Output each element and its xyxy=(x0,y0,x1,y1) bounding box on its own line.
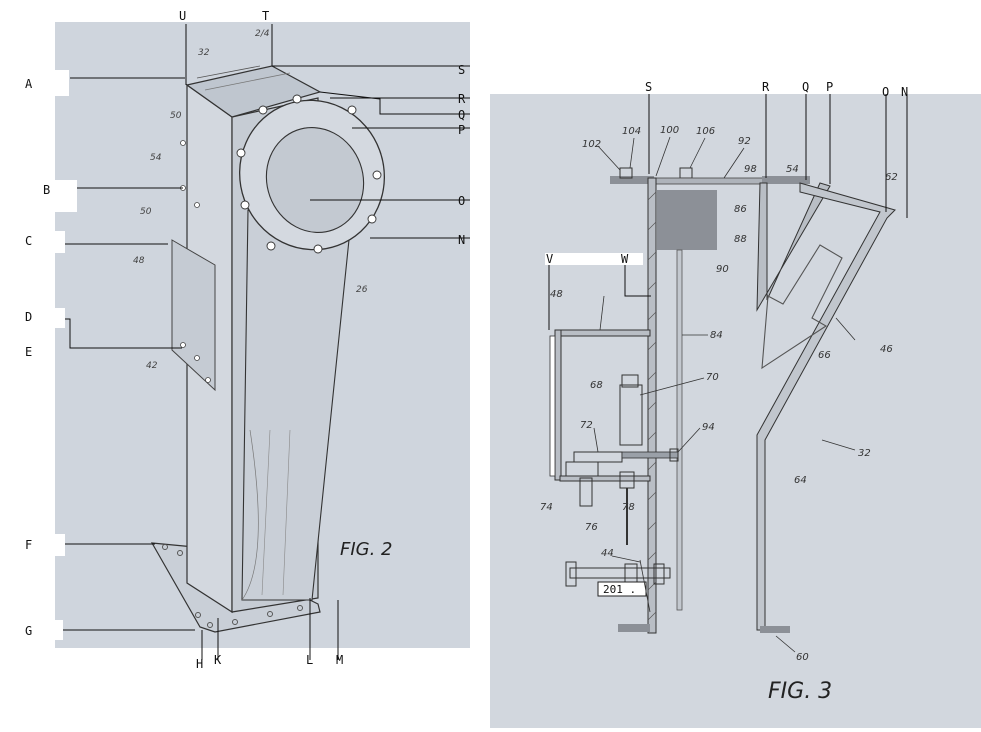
ref-numeral: 32 xyxy=(198,48,210,58)
fig2-letter: L xyxy=(306,653,313,667)
ref-numeral: 102 xyxy=(582,139,601,150)
fig3-letter: S xyxy=(645,80,652,94)
ref-numeral: 44 xyxy=(601,548,614,559)
ref-numeral: 88 xyxy=(734,234,747,245)
ref-numeral: 86 xyxy=(734,204,747,215)
ref-numeral: 54 xyxy=(786,164,799,175)
fig2-reference-numerals: 32 2/4 50 54 50 48 42 26 xyxy=(133,29,368,371)
ref-numeral: 70 xyxy=(706,372,719,383)
ref-numeral: 78 xyxy=(622,502,635,513)
ref-numeral: 90 xyxy=(716,264,729,275)
main-wall xyxy=(647,177,657,634)
fig2-edge-tabs xyxy=(55,70,77,640)
fig3-letter: P xyxy=(826,80,833,94)
ref-numeral: 84 xyxy=(710,330,723,341)
fig3-reference-numerals: 102 104 100 106 92 98 54 62 86 88 90 48 … xyxy=(540,125,898,663)
ref-numeral: 100 xyxy=(660,125,679,136)
ref-numeral: 26 xyxy=(356,285,368,295)
flow-arrow xyxy=(761,244,843,370)
base-plate-holes xyxy=(162,544,303,628)
fig3-letter: O xyxy=(882,85,889,99)
fig2-panel: A B C D E F G H K L M N O P Q R S T U 32… xyxy=(25,9,470,671)
ref-numeral: 32 xyxy=(858,448,871,459)
ref-numeral: 60 xyxy=(796,652,809,663)
fig3-letter: W xyxy=(621,252,629,266)
fig2-letter: T xyxy=(262,9,269,23)
fig2-letter: P xyxy=(458,123,465,137)
actuator xyxy=(619,384,643,446)
ref-numeral: 62 xyxy=(885,172,898,183)
ref-numeral: 50 xyxy=(170,111,182,121)
ref-numeral: 42 xyxy=(146,361,158,371)
fig2-letter: O xyxy=(458,194,465,208)
inner-chute-wall xyxy=(756,182,831,312)
ref-numeral: 68 xyxy=(590,380,603,391)
fig2-letter: D xyxy=(25,310,32,324)
fig3-letter: Q xyxy=(802,80,809,94)
fig2-letter: A xyxy=(25,77,33,91)
fig2-letter: M xyxy=(336,653,343,667)
ref-numeral: 54 xyxy=(150,153,162,163)
fig3-letter: V xyxy=(546,252,553,266)
fig2-letter: K xyxy=(214,653,222,667)
vw-label-bar xyxy=(545,253,643,265)
ref-numeral: 48 xyxy=(550,289,563,300)
housing-top xyxy=(554,329,651,337)
ref-numeral: 106 xyxy=(696,126,715,137)
ref-numeral: 74 xyxy=(540,502,553,513)
ref-numeral: 64 xyxy=(794,475,807,486)
fig2-letter: R xyxy=(458,92,466,106)
ref-numeral: 98 xyxy=(744,164,757,175)
fig2-letter: Q xyxy=(458,108,465,122)
flange-bore xyxy=(265,127,365,233)
fig3-letter: R xyxy=(762,80,770,94)
ref-numeral: 94 xyxy=(702,422,715,433)
ref-numeral: 72 xyxy=(580,420,593,431)
sensor-block xyxy=(657,190,717,250)
ref-numeral: 66 xyxy=(818,350,831,361)
top-bar xyxy=(654,177,766,185)
ref-numeral: 2/4 xyxy=(255,29,270,39)
ref-numeral: 76 xyxy=(585,522,598,533)
fig2-letter: E xyxy=(25,345,32,359)
fig2-leader-lines xyxy=(63,24,470,660)
fig2-letter: C xyxy=(25,234,32,248)
fig3-caption: FIG. 3 xyxy=(768,679,832,704)
callout-box xyxy=(597,581,647,597)
fig2-letter-labels: A B C D E F G H K L M N O P Q R S T U xyxy=(25,9,466,671)
top-plate-left xyxy=(610,176,654,184)
fig3-leader-lines xyxy=(548,94,908,330)
bottom-bolt-bar xyxy=(569,567,671,579)
fig3-letter: N xyxy=(901,85,908,99)
flange-bolt-holes xyxy=(236,94,382,254)
fig2-letter: S xyxy=(458,63,465,77)
fig3-panel: 201 . S R Q P O N V W 102 104 xyxy=(490,80,981,728)
ref-numeral: 50 xyxy=(140,207,152,217)
ref-numeral: 104 xyxy=(622,126,641,137)
fig2-letter: H xyxy=(196,657,203,671)
fig2-letter: N xyxy=(458,233,465,247)
fig2-letter: G xyxy=(25,624,32,638)
fig2-letter: F xyxy=(25,538,32,552)
fig2-caption: FIG. 2 xyxy=(340,539,393,560)
fig2-letter: U xyxy=(179,9,186,23)
access-panel xyxy=(171,239,216,392)
ref-numeral: 46 xyxy=(880,344,893,355)
fig3-paper xyxy=(490,94,981,728)
fig3-letter-labels: S R Q P O N V W xyxy=(546,80,908,266)
ref-numeral: 92 xyxy=(738,136,751,147)
vertical-rod xyxy=(676,249,683,611)
ref-numeral: 48 xyxy=(133,256,145,266)
callout-box-label: 201 . xyxy=(603,583,636,596)
fig2-letter: B xyxy=(43,183,50,197)
housing-door xyxy=(549,335,556,477)
